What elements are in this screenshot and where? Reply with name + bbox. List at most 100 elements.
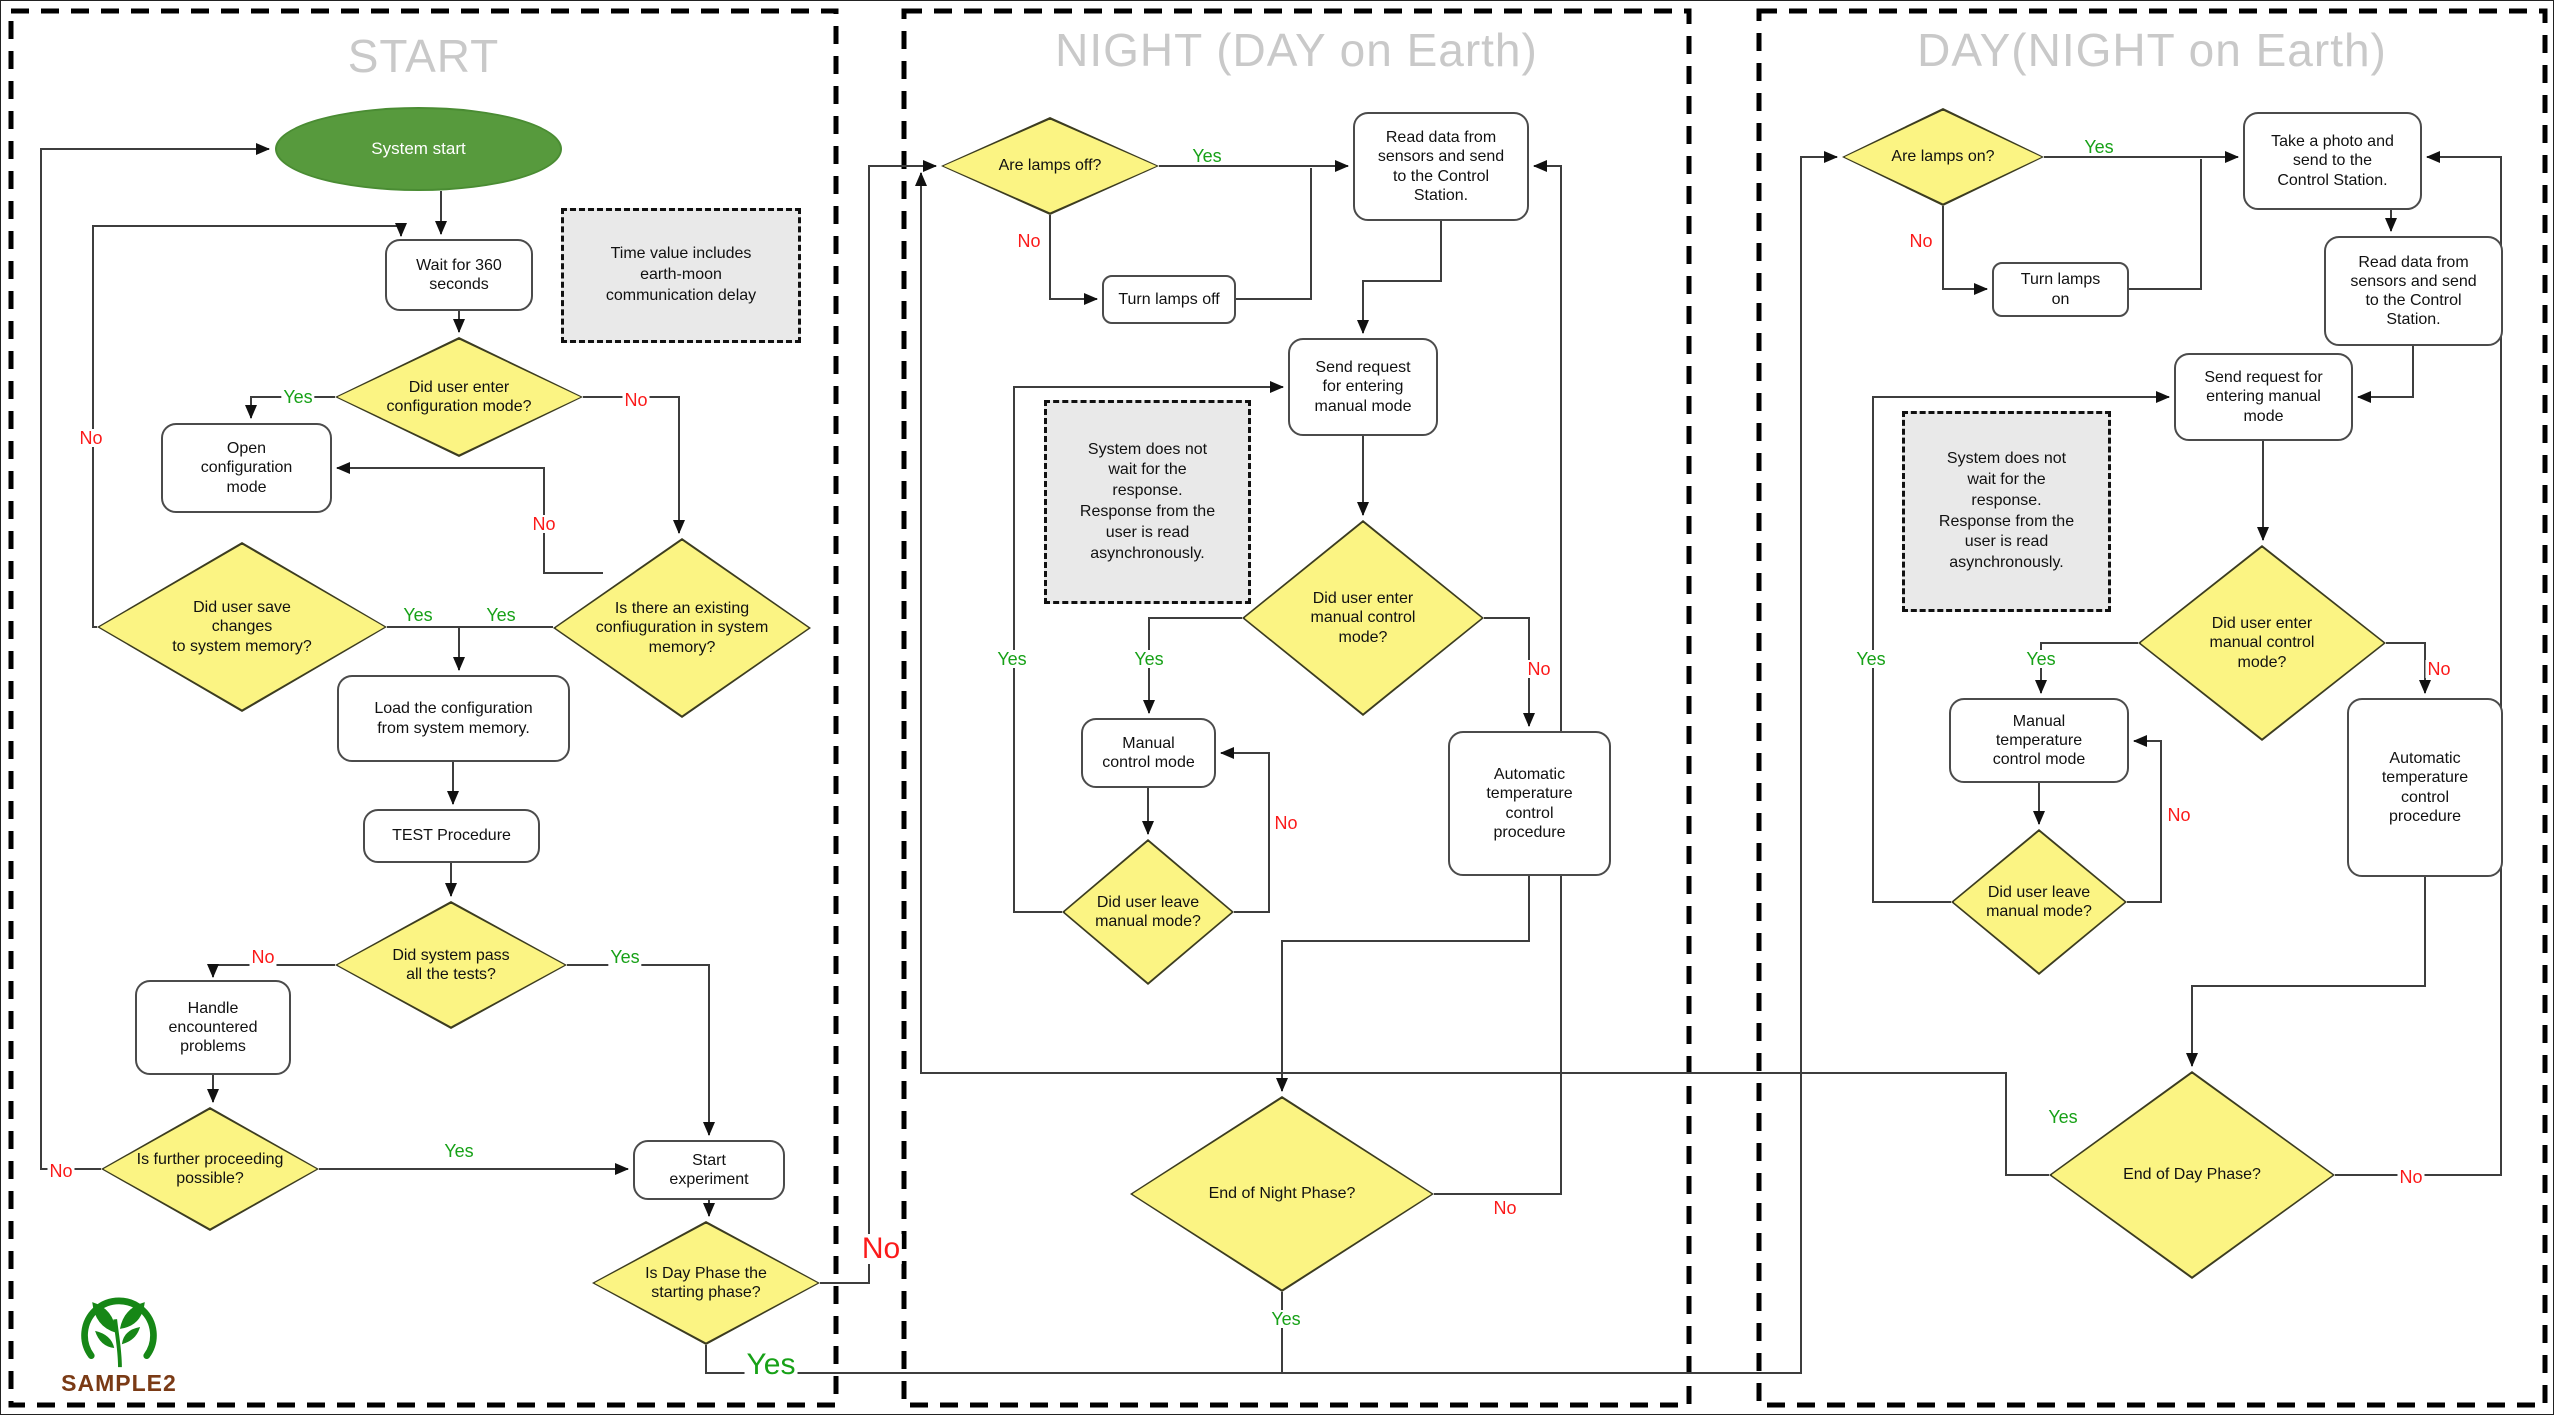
decision-end-of-day: End of Day Phase? — [2049, 1071, 2335, 1279]
note-text: System does not wait for the response. R… — [1079, 440, 1216, 562]
logo-text: SAMPLE2 — [61, 1370, 177, 1396]
edge-label-no: No — [530, 514, 558, 534]
edge-label-no: No — [2397, 1167, 2425, 1187]
node-label: End of Night Phase? — [1208, 1185, 1356, 1203]
node-auto-temp-night: Automatic temperature control procedure — [1448, 731, 1611, 876]
decision-leave-manual-night: Did user leave manual mode? — [1062, 839, 1234, 985]
node-send-request-day: Send request for entering manual mode — [2174, 353, 2353, 441]
node-label: Turn lamps off — [1118, 290, 1220, 308]
node-label: Is further proceeding possible? — [136, 1150, 284, 1187]
edge-label-no: No — [1491, 1198, 1519, 1218]
node-label: Are lamps off? — [998, 157, 1102, 175]
edge-label-yes: Yes — [442, 1141, 476, 1161]
edge-label-yes: Yes — [401, 605, 435, 625]
panel-day-border — [1756, 8, 2548, 1408]
node-label: Start experiment — [669, 1151, 749, 1188]
node-label: Is there an existing confiuguration in s… — [595, 600, 769, 656]
node-label: TEST Procedure — [392, 827, 511, 845]
node-send-request-night: Send request for entering manual mode — [1288, 338, 1438, 436]
connector-group — [40, 143, 2502, 1374]
decision-pass-all-tests: Did system pass all the tests? — [335, 901, 567, 1029]
note-text: Time value includes earth-moon communica… — [605, 245, 757, 304]
node-test-procedure: TEST Procedure — [363, 809, 540, 863]
node-turn-lamps-on: Turn lamps on — [1992, 262, 2129, 317]
edge-turnoff-return — [1236, 168, 1312, 300]
node-label: System start — [371, 138, 466, 158]
edge-label-yes: Yes — [995, 649, 1029, 669]
edge-label-yes: Yes — [744, 1348, 798, 1381]
note-time-value: Time value includes earth-moon communica… — [561, 208, 801, 343]
edge-readdata-to-request-d — [2357, 346, 2414, 403]
note-text: System does not wait for the response. R… — [1938, 450, 2075, 572]
node-label: Is Day Phase the starting phase? — [645, 1264, 767, 1301]
edge-lampson-no — [1942, 206, 1988, 295]
node-handle-problems: Handle encountered problems — [135, 980, 291, 1075]
node-read-sensors-day: Read data from sensors and send to the C… — [2324, 236, 2503, 346]
panel-night-border — [901, 8, 1692, 1408]
node-label: Send request for entering manual mode — [1314, 359, 1412, 415]
node-read-sensors-night: Read data from sensors and send to the C… — [1353, 112, 1529, 221]
edge-pass-no — [207, 964, 335, 978]
node-label: Are lamps on? — [1891, 148, 1995, 166]
edge-enter-yes-n — [1143, 617, 1242, 714]
decision-enter-manual-night: Did user enter manual control mode? — [1242, 520, 1484, 716]
edge-label-no: No — [2425, 659, 2453, 679]
edge-turnon-return — [2129, 159, 2202, 290]
edge-endnight-no — [1434, 160, 1562, 1195]
edge-label-yes: Yes — [2082, 137, 2116, 157]
node-label: Manual control mode — [1102, 734, 1195, 771]
node-turn-lamps-off: Turn lamps off — [1102, 275, 1236, 324]
node-manual-control-mode: Manual control mode — [1081, 718, 1216, 788]
edge-label-yes: Yes — [2046, 1107, 2080, 1127]
panel-title-start: START — [347, 30, 500, 82]
node-label: Did system pass all the tests? — [392, 946, 510, 983]
node-start-experiment: Start experiment — [633, 1140, 785, 1200]
node-load-configuration: Load the configuration from system memor… — [337, 675, 570, 762]
node-auto-temp-day: Automatic temperature control procedure — [2347, 698, 2503, 877]
edge-label-no: No — [249, 947, 277, 967]
edge-leave-yes-n — [1013, 381, 1284, 913]
edge-readdata-to-request-n — [1357, 221, 1442, 334]
edge-label-yes: Yes — [1269, 1309, 1303, 1329]
node-label: End of Day Phase? — [2123, 1166, 2261, 1184]
edge-cfg-no — [583, 396, 685, 534]
edge-label-no: No — [859, 1232, 903, 1265]
decision-are-lamps-off: Are lamps off? — [941, 117, 1159, 215]
edge-enter-no-n — [1484, 617, 1535, 727]
edge-dayphase-no — [820, 160, 937, 1284]
node-label: Open configuration mode — [200, 440, 293, 496]
edge-label-no: No — [1907, 231, 1935, 251]
edge-enter-yes-d — [2035, 642, 2138, 694]
edge-label-no: No — [622, 390, 650, 410]
note-async-night: System does not wait for the response. R… — [1044, 400, 1251, 604]
node-label: Manual temperature control mode — [1992, 712, 2086, 769]
node-label: Take a photo and send to the Control Sta… — [2271, 133, 2394, 189]
node-manual-temp-mode: Manual temperature control mode — [1949, 698, 2129, 783]
edge-label-yes: Yes — [1854, 649, 1888, 669]
edge-label-no: No — [47, 1161, 75, 1181]
decision-day-phase-starting: Is Day Phase the starting phase? — [592, 1221, 820, 1345]
node-label: Did user save changes to system memory? — [172, 599, 312, 655]
node-label: Send request for entering manual mode — [2204, 369, 2323, 425]
edge-label-no: No — [1015, 231, 1043, 251]
edge-label-yes: Yes — [1190, 146, 1224, 166]
decision-enter-manual-day: Did user enter manual control mode? — [2138, 545, 2386, 741]
edge-label-no: No — [1525, 659, 1553, 679]
node-system-start: System start — [275, 107, 562, 191]
decision-enter-configuration-mode: Did user enter configuration mode? — [335, 337, 583, 457]
edge-label-yes: Yes — [1132, 649, 1166, 669]
node-label: Did user enter configuration mode? — [386, 378, 532, 415]
edge-pass-yes — [567, 964, 715, 1136]
node-label: Handle encountered problems — [168, 999, 258, 1056]
edge-leave-no-loop-n — [1220, 747, 1270, 913]
node-label: Load the configuration from system memor… — [374, 700, 533, 737]
edge-auto-to-endday — [2186, 877, 2426, 1067]
node-label: Read data from sensors and send to the C… — [2350, 253, 2477, 329]
edge-label-yes: Yes — [484, 605, 518, 625]
edge-label-no: No — [2165, 805, 2193, 825]
panel-title-day: DAY(NIGHT on Earth) — [1917, 24, 2387, 76]
node-label: Automatic temperature control procedure — [1486, 766, 1573, 841]
edge-leave-no-loop-d — [2127, 735, 2162, 903]
